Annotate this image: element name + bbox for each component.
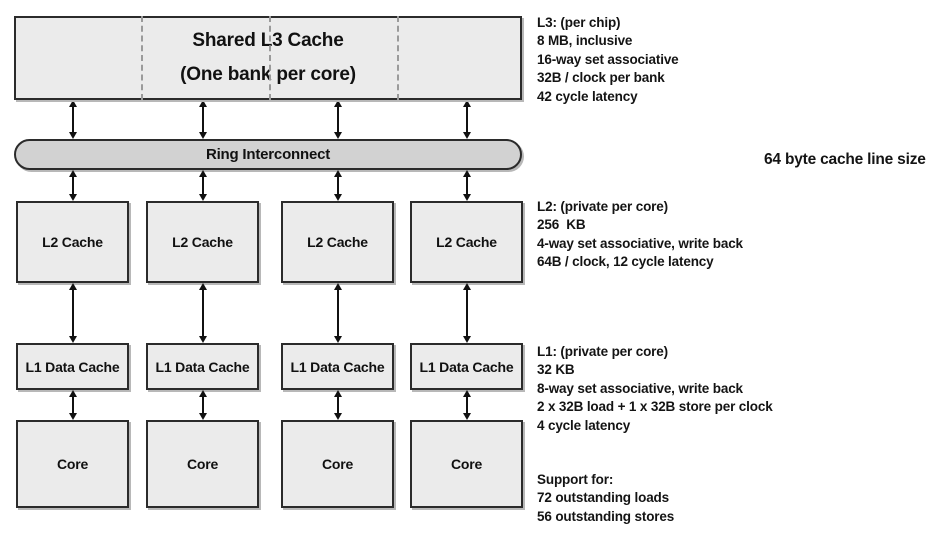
connector-ring-l2 — [332, 170, 344, 201]
l2-cache-label: L2 Cache — [436, 234, 497, 250]
l1-annotation-text: L1: (private per core) 32 KB 8-way set a… — [537, 344, 773, 433]
support-annotation-text: Support for: 72 outstanding loads 56 out… — [537, 472, 675, 524]
connector-ring-l2 — [461, 170, 473, 201]
l1-data-cache-label: L1 Data Cache — [155, 358, 250, 375]
connector-l1-core — [197, 390, 209, 420]
core-block: Core — [16, 420, 129, 508]
ring-interconnect-label: Ring Interconnect — [205, 146, 331, 163]
connector-l3-ring — [461, 100, 473, 139]
connector-l3-ring — [67, 100, 79, 139]
connector-l1-core — [332, 390, 344, 420]
l1-data-cache-block: L1 Data Cache — [16, 343, 129, 390]
l1-data-cache-block: L1 Data Cache — [146, 343, 259, 390]
connector-l2-l1 — [332, 283, 344, 343]
l2-cache-label: L2 Cache — [42, 234, 103, 250]
core-block: Core — [410, 420, 523, 508]
l2-annotation-text: L2: (private per core) 256 KB 4-way set … — [537, 199, 743, 270]
l2-cache-label: L2 Cache — [172, 234, 233, 250]
l3-annotation-text: L3: (per chip) 8 MB, inclusive 16-way se… — [537, 15, 679, 104]
connector-l2-l1 — [67, 283, 79, 343]
l1-data-cache-label: L1 Data Cache — [25, 358, 120, 375]
l3-cache-subtitle: (One bank per core) — [180, 64, 356, 85]
cache-line-size-text: 64 byte cache line size — [764, 151, 926, 168]
l2-cache-block: L2 Cache — [16, 201, 129, 283]
l2-cache-block: L2 Cache — [281, 201, 394, 283]
connector-l1-core — [67, 390, 79, 420]
core-label: Core — [321, 456, 354, 472]
connector-l1-core — [461, 390, 473, 420]
l2-cache-block: L2 Cache — [410, 201, 523, 283]
connector-ring-l2 — [67, 170, 79, 201]
l3-bank-divider — [397, 16, 399, 100]
core-label: Core — [450, 456, 483, 472]
core-block: Core — [146, 420, 259, 508]
connector-l2-l1 — [461, 283, 473, 343]
l1-data-cache-block: L1 Data Cache — [410, 343, 523, 390]
l1-data-cache-block: L1 Data Cache — [281, 343, 394, 390]
connector-l3-ring — [197, 100, 209, 139]
core-label: Core — [56, 456, 89, 472]
l2-cache-label: L2 Cache — [307, 234, 368, 250]
l3-cache-block: Shared L3 Cache (One bank per core) — [14, 16, 522, 100]
l3-bank-divider — [269, 16, 271, 100]
l1-data-cache-label: L1 Data Cache — [419, 358, 514, 375]
connector-l2-l1 — [197, 283, 209, 343]
core-label: Core — [186, 456, 219, 472]
l1-data-cache-label: L1 Data Cache — [290, 358, 385, 375]
connector-l3-ring — [332, 100, 344, 139]
connector-ring-l2 — [197, 170, 209, 201]
l2-cache-block: L2 Cache — [146, 201, 259, 283]
l3-cache-title: Shared L3 Cache — [192, 30, 344, 51]
core-block: Core — [281, 420, 394, 508]
ring-interconnect-block: Ring Interconnect — [14, 139, 522, 170]
l3-bank-divider — [141, 16, 143, 100]
